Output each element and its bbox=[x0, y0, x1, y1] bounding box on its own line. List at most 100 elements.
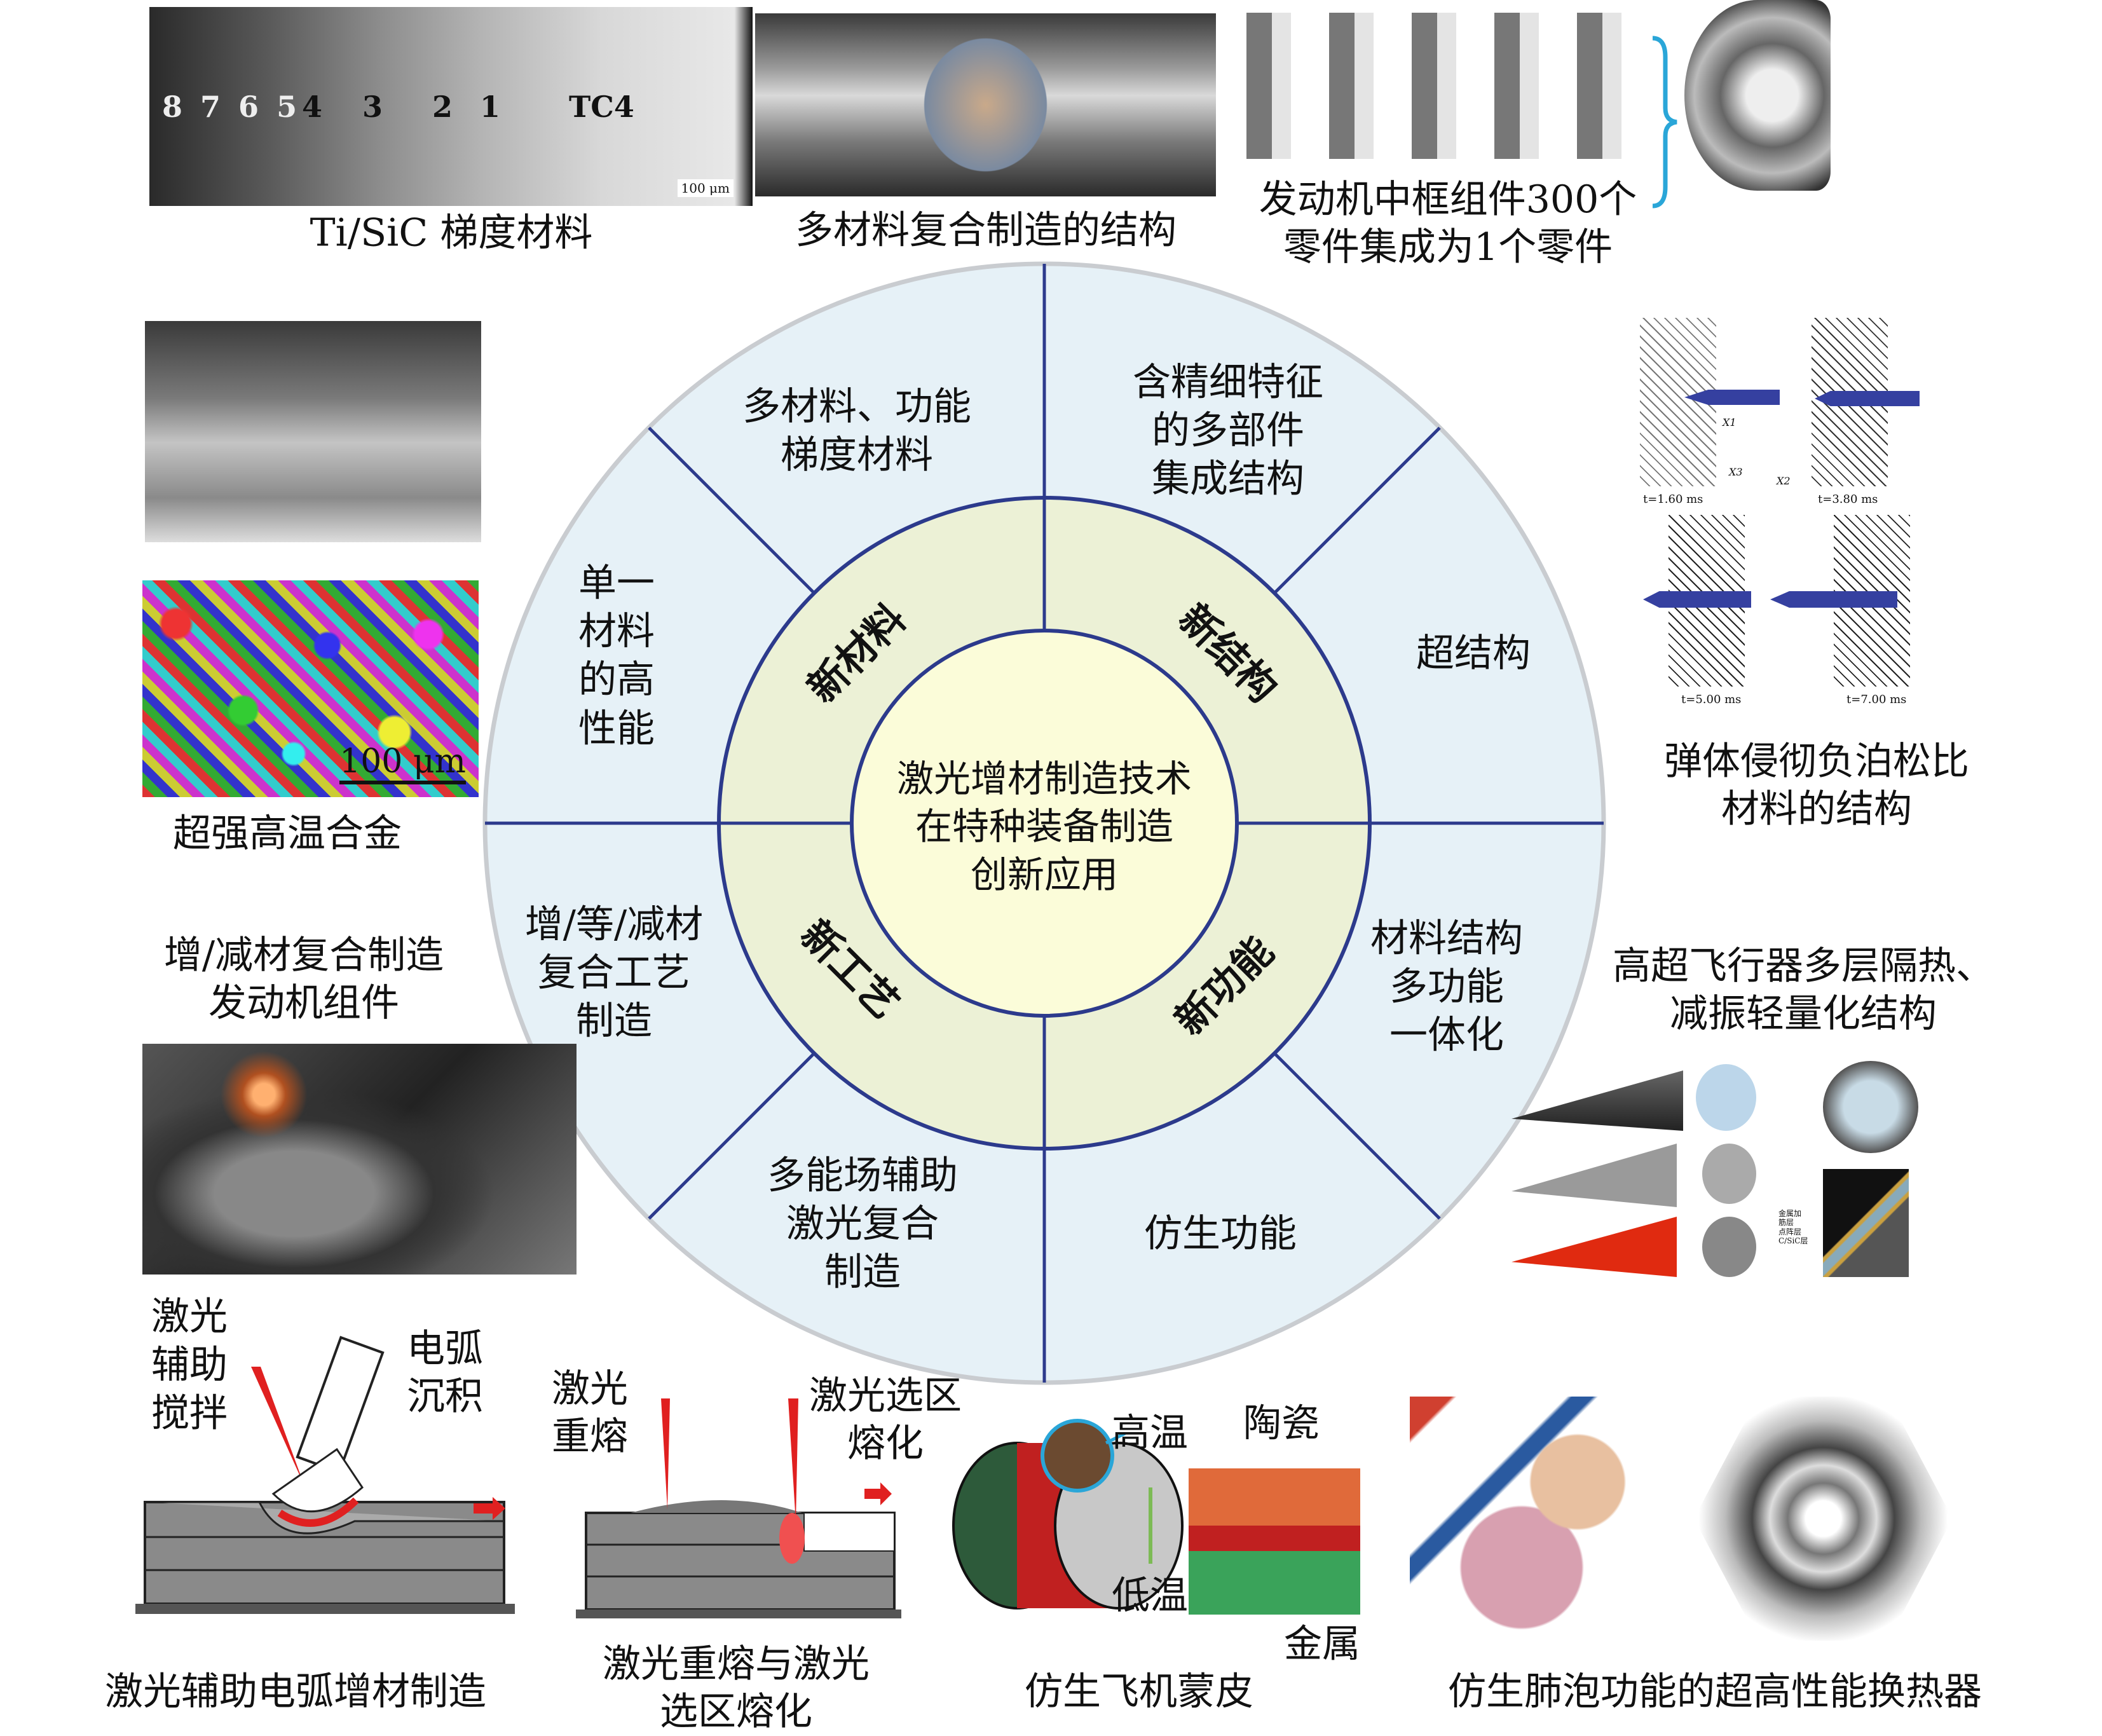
laser-beam bbox=[251, 1367, 305, 1487]
caption-line: 激光重熔与激光 bbox=[603, 1642, 870, 1686]
cross-section bbox=[1696, 1064, 1756, 1131]
sector-line: 多功能 bbox=[1389, 964, 1504, 1009]
inner-circle bbox=[850, 629, 1239, 1018]
time-label: t=3.80 ms bbox=[1818, 493, 1878, 506]
sector-single-material: 单一 材料 的高 性能 bbox=[578, 559, 655, 753]
caption-line: 发动机中框组件300个 bbox=[1259, 177, 1637, 222]
caption-line: 零件集成为1个零件 bbox=[1283, 225, 1613, 270]
caption-line: 减振轻量化结构 bbox=[1670, 992, 1937, 1036]
label-laser-remelt: 激光 重熔 bbox=[552, 1365, 628, 1461]
scale-bar-label: 100 μm bbox=[677, 179, 734, 197]
sector-line: 激光复合 bbox=[786, 1201, 939, 1247]
axis-label: X2 bbox=[1777, 475, 1791, 487]
label-slm: 激光选区 熔化 bbox=[809, 1372, 962, 1468]
alveoli-illustration bbox=[1410, 1397, 1689, 1641]
sector-line: 材料结构 bbox=[1370, 916, 1523, 961]
label-line: 电弧 bbox=[407, 1327, 483, 1371]
engine-frame-exploded-view bbox=[1234, 13, 1647, 159]
sector-line: 一体化 bbox=[1389, 1013, 1504, 1058]
sector-multi-material: 多材料、功能 梯度材料 bbox=[742, 383, 971, 479]
sector-line: 的高 bbox=[578, 658, 655, 702]
fuselage-section bbox=[1823, 1061, 1918, 1153]
caption-line: 材料的结构 bbox=[1721, 787, 1912, 831]
bionic-skin-diagram bbox=[952, 1419, 1360, 1615]
label-ceramic: 陶瓷 bbox=[1243, 1401, 1320, 1446]
label-metal: 金属 bbox=[1284, 1622, 1360, 1667]
caption-line: 增/减材复合制造 bbox=[163, 933, 444, 978]
sector-line: 的多部件 bbox=[1152, 408, 1304, 453]
center-line: 在特种装备制造 bbox=[915, 805, 1174, 849]
middle-dividers bbox=[719, 498, 1370, 1149]
caption-hypersonic: 高超飞行器多层隔热、 减振轻量化结构 bbox=[1613, 943, 1994, 1038]
layer-label: 金属加 bbox=[1778, 1209, 1802, 1218]
caption-laser-remelt: 激光重熔与激光 选区熔化 bbox=[603, 1641, 870, 1736]
label-line: 搅拌 bbox=[151, 1391, 228, 1437]
time-label: t=7.00 ms bbox=[1846, 693, 1907, 706]
layer-labels: 金属加 筋层 点阵层 C/SiC层 bbox=[1778, 1209, 1808, 1246]
center-line: 创新应用 bbox=[970, 852, 1119, 896]
layer-label: 1 bbox=[480, 90, 501, 124]
ti-sic-micrograph: 8 7 6 5 4 3 2 1 TC4 100 μm bbox=[149, 7, 753, 206]
caption-superalloy: 超强高温合金 bbox=[173, 811, 402, 856]
laser-remelt-diagram bbox=[576, 1398, 901, 1618]
caption-line: 发动机组件 bbox=[208, 981, 399, 1025]
projectile bbox=[1770, 591, 1897, 608]
layer-label: TC4 bbox=[569, 90, 634, 124]
label-line: 沉积 bbox=[407, 1374, 483, 1419]
superalloy-ebsd-map: 100 μm bbox=[142, 580, 479, 797]
sector-hybrid-process: 增/等/减材 复合工艺 制造 bbox=[525, 901, 703, 1046]
layer-label: 点阵层 bbox=[1778, 1227, 1802, 1236]
arrow-right-icon bbox=[864, 1482, 892, 1505]
sector-line: 集成结构 bbox=[1152, 457, 1304, 502]
sector-multi-field: 多能场辅助 激光复合 制造 bbox=[767, 1152, 958, 1297]
laser-beam bbox=[788, 1398, 798, 1522]
label-high-temp: 高温 bbox=[1112, 1411, 1188, 1456]
sector-bionic: 仿生功能 bbox=[1144, 1210, 1297, 1258]
sector-multifunction: 材料结构 多功能 一体化 bbox=[1370, 915, 1523, 1060]
engine-frame-integrated-part bbox=[1684, 0, 1831, 191]
sector-metastructure: 超结构 bbox=[1416, 629, 1531, 678]
sector-line: 梯度材料 bbox=[781, 433, 933, 477]
caption-line: 高超飞行器多层隔热、 bbox=[1613, 944, 1994, 988]
laser-beam bbox=[661, 1398, 670, 1510]
bracket-icon bbox=[1652, 36, 1677, 208]
caption-line: 弹体侵彻负泊松比 bbox=[1664, 739, 1969, 784]
layer-label: 2 bbox=[432, 90, 453, 124]
sector-line: 超结构 bbox=[1416, 631, 1531, 676]
projectile bbox=[1684, 390, 1780, 405]
axis-label: X1 bbox=[1723, 416, 1737, 428]
scale-bar-label: 100 μm bbox=[339, 742, 466, 784]
outer-dividers bbox=[485, 264, 1604, 1383]
label-line: 辅助 bbox=[151, 1343, 228, 1388]
center-title: 激光增材制造技术 在特种装备制造 创新应用 bbox=[897, 755, 1192, 899]
time-label: t=1.60 ms bbox=[1643, 493, 1703, 506]
auxetic-penetration-simulation: X1 X2 X3 t=1.60 ms t=3.80 ms t=5.00 ms t… bbox=[1634, 315, 1946, 712]
sector-line: 单一 bbox=[578, 561, 655, 606]
arc-torch bbox=[296, 1336, 385, 1474]
sector-line: 制造 bbox=[576, 999, 652, 1044]
projectile bbox=[1815, 391, 1920, 406]
projectile bbox=[1643, 591, 1751, 608]
laser-arc-diagram bbox=[135, 1336, 515, 1614]
caption-laser-arc: 激光辅助电弧增材制造 bbox=[105, 1669, 486, 1714]
sector-line: 多材料、功能 bbox=[742, 384, 971, 429]
cross-section bbox=[1702, 1144, 1756, 1204]
sector-line: 多能场辅助 bbox=[767, 1153, 958, 1198]
sector-line: 仿生功能 bbox=[1144, 1211, 1297, 1256]
sector-line: 复合工艺 bbox=[538, 950, 690, 995]
layer-label: 8 7 6 5 bbox=[162, 90, 301, 124]
hypersonic-structure-renders: 金属加 筋层 点阵层 C/SiC层 bbox=[1512, 1058, 1939, 1281]
arrow-right-icon bbox=[474, 1497, 505, 1520]
sector-line: 增/等/减材 bbox=[524, 902, 704, 947]
label-low-temp: 低温 bbox=[1112, 1573, 1188, 1618]
label-arc-deposition: 电弧 沉积 bbox=[407, 1325, 483, 1421]
label-line: 重熔 bbox=[552, 1414, 628, 1459]
multi-material-structure-photo bbox=[755, 13, 1216, 196]
caption-hybrid-engine: 增/减材复合制造 发动机组件 bbox=[164, 932, 444, 1027]
turbine-blades-photo bbox=[145, 321, 481, 542]
center-line: 激光增材制造技术 bbox=[896, 756, 1192, 800]
layer-label: 筋层 bbox=[1778, 1218, 1794, 1227]
caption-line: 选区熔化 bbox=[660, 1690, 812, 1734]
layer-detail bbox=[1823, 1169, 1909, 1277]
